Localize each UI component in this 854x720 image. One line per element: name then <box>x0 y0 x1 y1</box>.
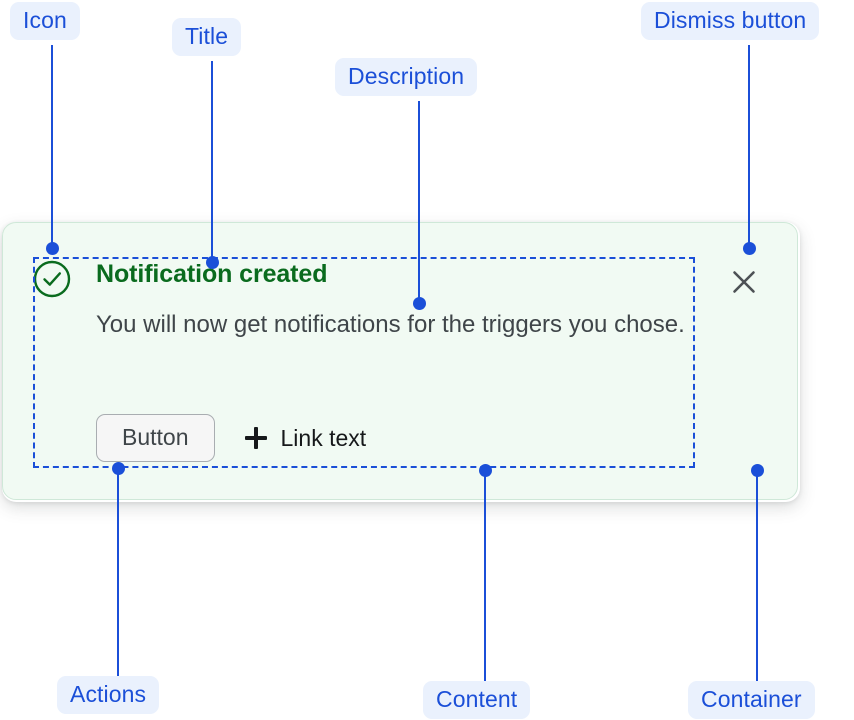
annotation-label-content: Content <box>423 681 531 720</box>
add-link-action[interactable]: Link text <box>244 425 367 451</box>
dismiss-button[interactable] <box>729 267 759 297</box>
annotation-label-description: Description <box>335 58 478 97</box>
plus-icon <box>244 427 267 450</box>
annotation-label-title: Title <box>172 18 242 57</box>
annotation-label-container: Container <box>688 681 815 720</box>
primary-action-button[interactable]: Button <box>96 414 215 463</box>
annotation-dot-content <box>478 463 492 477</box>
annotation-dot-description <box>412 296 426 310</box>
annotation-label-actions: Actions <box>57 676 160 715</box>
annotation-dot-actions <box>111 461 125 475</box>
annotation-dot-icon <box>45 241 59 255</box>
annotation-dot-title <box>205 255 219 269</box>
annotation-dot-container <box>750 463 764 477</box>
annotation-leader-icon <box>51 45 53 248</box>
notification-description: You will now get notifications for the t… <box>96 311 685 338</box>
link-text-label: Link text <box>280 425 367 451</box>
notification-actions: Button Link text <box>96 414 367 463</box>
annotation-leader-dismiss-button <box>748 45 750 248</box>
notification-inner: Notification created You will now get no… <box>2 222 798 500</box>
annotation-dot-dismiss-button <box>742 241 756 255</box>
success-check-circle-icon <box>33 260 71 298</box>
annotation-label-dismiss-button: Dismiss button <box>641 2 820 41</box>
annotation-label-icon: Icon <box>10 2 80 41</box>
